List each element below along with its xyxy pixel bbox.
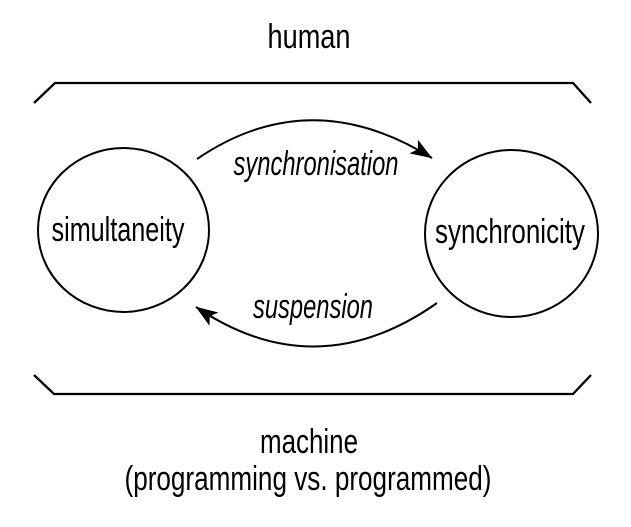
simultaneity-label: simultaneity xyxy=(52,211,185,249)
suspension-label: suspension xyxy=(253,288,373,326)
bottom-domain-sublabel: (programming vs. programmed) xyxy=(125,460,492,498)
synchronicity-circle xyxy=(424,149,599,318)
edge-synchronisation: synchronisation xyxy=(196,119,433,183)
bottom-bracket xyxy=(33,374,592,396)
suspension-arrow xyxy=(195,302,438,348)
synchronisation-arrow xyxy=(196,119,433,160)
top-domain-label: human xyxy=(268,18,351,56)
node-simultaneity: simultaneity xyxy=(37,147,210,313)
edge-suspension: suspension xyxy=(195,288,438,348)
synchronisation-label: synchronisation xyxy=(234,145,399,183)
synchronicity-label: synchronicity xyxy=(435,213,585,251)
node-synchronicity: synchronicity xyxy=(424,149,599,318)
bottom-domain-label: machine xyxy=(260,423,358,461)
simultaneity-circle xyxy=(37,147,210,313)
top-bracket xyxy=(33,81,592,104)
